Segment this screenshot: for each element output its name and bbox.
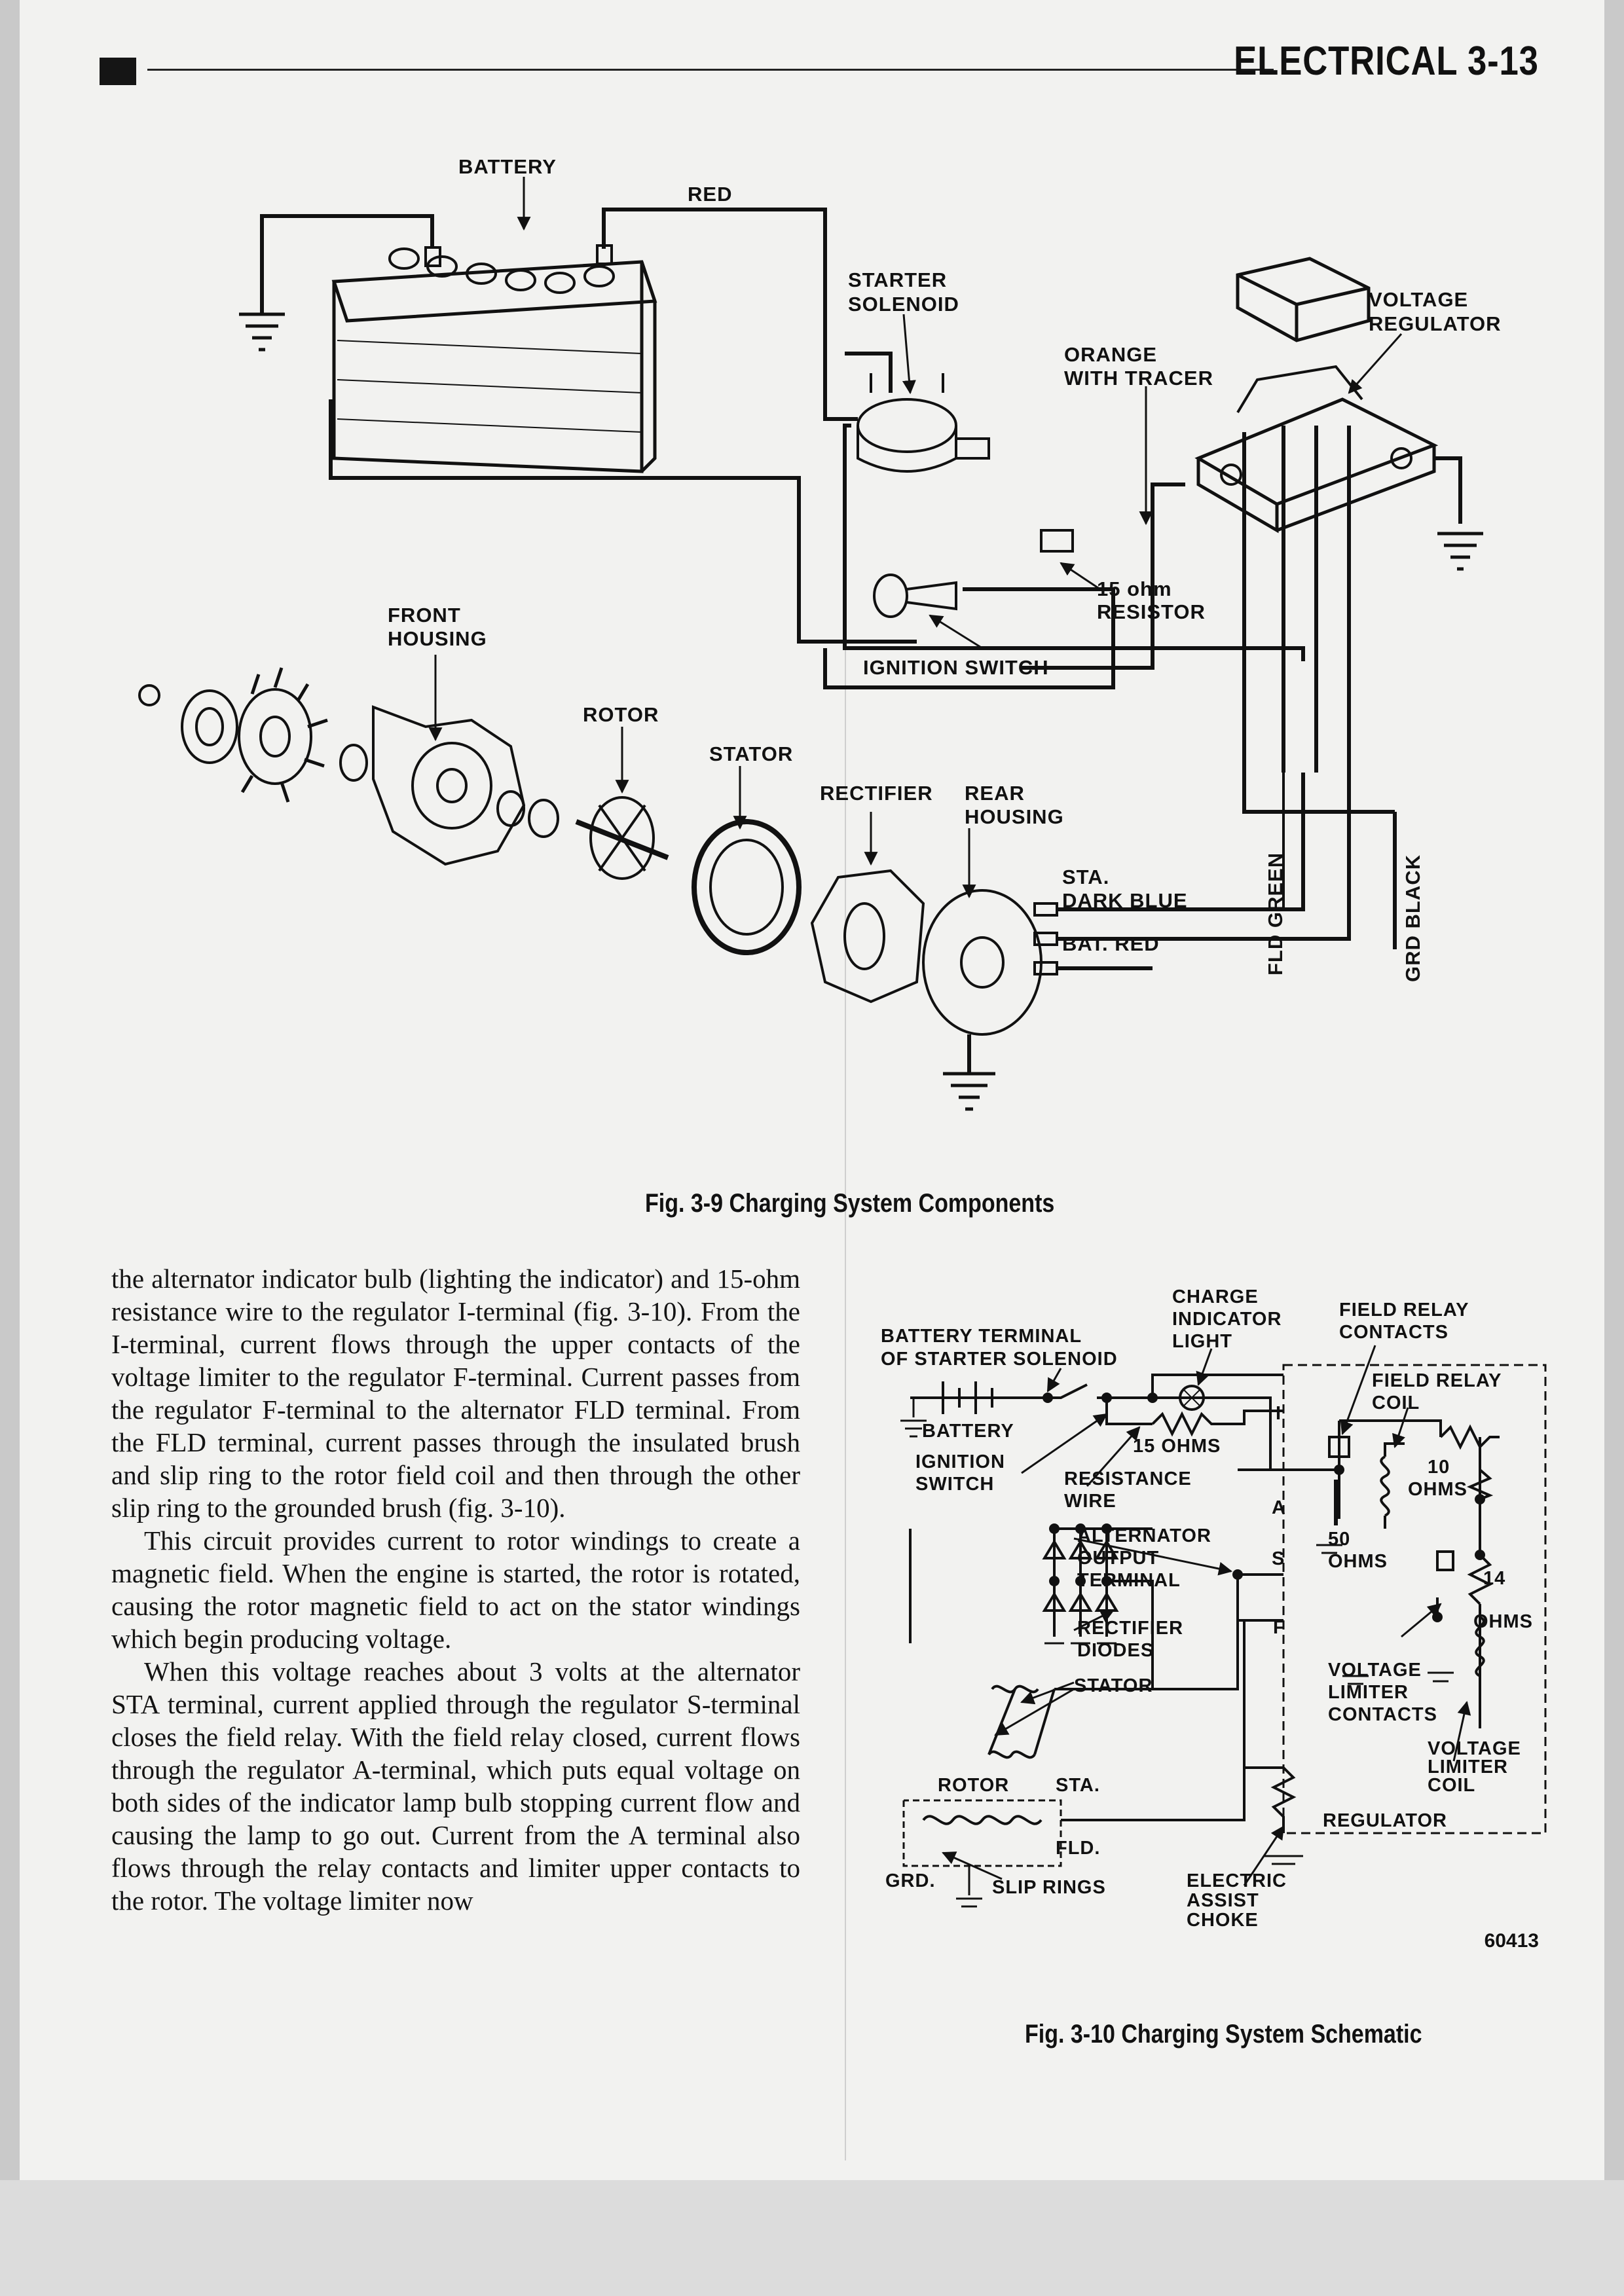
label-choke: CHOKE xyxy=(1187,1910,1259,1931)
label-terminal-a: A xyxy=(1272,1497,1286,1518)
fig10-labels: BATTERY TERMINAL OF STARTER SOLENOID CHA… xyxy=(881,1286,1533,1931)
label-vl-limiter: LIMITER xyxy=(1328,1682,1409,1703)
label-stator: STATOR xyxy=(709,742,793,765)
label-fld-green: FLD GREEN xyxy=(1264,852,1287,975)
label-wire: WIRE xyxy=(1064,1491,1116,1512)
label-alternator: ALTERNATOR xyxy=(1077,1525,1211,1546)
battery-drawing xyxy=(331,244,657,473)
label-output: OUTPUT xyxy=(1077,1548,1159,1569)
label-fld-sch: FLD. xyxy=(1056,1838,1100,1859)
body-text: the alternator indicator bulb (lighting … xyxy=(111,1262,800,1917)
fig9-diagram xyxy=(138,208,1483,1111)
body-paragraph-1: the alternator indicator bulb (lighting … xyxy=(111,1264,800,1523)
label-ignition: IGNITION xyxy=(915,1451,1005,1472)
label-regulator-sch: REGULATOR xyxy=(1323,1810,1447,1831)
label-terminal-i: I xyxy=(1276,1403,1282,1424)
label-10: 10 xyxy=(1428,1457,1450,1478)
label-rotor-sch: ROTOR xyxy=(938,1775,1009,1796)
label-terminal-s: S xyxy=(1272,1548,1285,1569)
label-sta-sch: STA. xyxy=(1056,1775,1100,1796)
label-grd-black: GRD BLACK xyxy=(1401,854,1424,982)
label-battery-terminal: BATTERY TERMINAL xyxy=(881,1326,1082,1347)
label-50-ohms: OHMS xyxy=(1328,1551,1388,1572)
label-terminal: TERMINAL xyxy=(1077,1570,1181,1591)
scan-margin xyxy=(0,2180,1624,2296)
label-14-ohms: OHMS xyxy=(1473,1611,1533,1632)
label-15-ohms: 15 OHMS xyxy=(1133,1436,1221,1457)
label-50: 50 xyxy=(1328,1529,1350,1550)
label-front: FRONT xyxy=(388,604,461,627)
header-mark xyxy=(100,58,136,85)
label-charge: CHARGE xyxy=(1172,1286,1259,1307)
label-of-starter-solenoid: OF STARTER SOLENOID xyxy=(881,1349,1118,1370)
label-rectifier: RECTIFIER xyxy=(820,782,933,805)
label-indicator: INDICATOR xyxy=(1172,1309,1282,1330)
label-vl-contacts: CONTACTS xyxy=(1328,1704,1437,1725)
fig10-caption: Fig. 3-10 Charging System Schematic xyxy=(1025,2020,1422,2049)
label-contacts: CONTACTS xyxy=(1339,1322,1449,1343)
label-coil: COIL xyxy=(1372,1393,1420,1413)
label-terminal-f: F xyxy=(1273,1617,1285,1638)
label-rotor: ROTOR xyxy=(583,703,659,726)
label-vl-voltage: VOLTAGE xyxy=(1328,1660,1422,1681)
label-stator-sch: STATOR xyxy=(1074,1675,1153,1696)
voltage-regulator-drawing xyxy=(1194,257,1439,534)
label-rectifier-sch: RECTIFIER xyxy=(1077,1618,1183,1639)
label-switch: SWITCH xyxy=(915,1474,994,1495)
label-dark-blue: DARK BLUE xyxy=(1062,889,1188,912)
label-slip-rings: SLIP RINGS xyxy=(992,1877,1106,1898)
label-voltage: VOLTAGE xyxy=(1369,288,1468,311)
body-paragraph-2: This circuit provides current to rotor w… xyxy=(111,1525,800,1654)
fig9-caption: Fig. 3-9 Charging System Components xyxy=(645,1189,1055,1218)
label-solenoid: SOLENOID xyxy=(848,293,959,316)
label-assist: ASSIST xyxy=(1187,1890,1259,1911)
lamp-resistor-drawing xyxy=(873,529,1074,618)
fig10-number: 60413 xyxy=(1484,1930,1539,1952)
label-starter: STARTER xyxy=(848,268,947,291)
label-electric: ELECTRIC xyxy=(1187,1870,1287,1891)
label-battery: BATTERY xyxy=(458,155,557,178)
label-ignition-switch: IGNITION SWITCH xyxy=(863,656,1049,679)
label-field-relay: FIELD RELAY xyxy=(1339,1300,1469,1321)
label-14: 14 xyxy=(1483,1568,1505,1589)
fig10-arrows xyxy=(942,1345,1471,1886)
page-header-title: ELECTRICAL 3-13 xyxy=(1234,39,1539,84)
label-housing: HOUSING xyxy=(388,627,487,650)
label-regulator: REGULATOR xyxy=(1369,312,1501,335)
fig9-labels: BATTERY RED STARTER SOLENOID VOLTAGE REG… xyxy=(388,155,1501,982)
label-rear: REAR xyxy=(965,782,1025,805)
label-battery-sym: BATTERY xyxy=(922,1421,1014,1442)
body-paragraph-3: When this voltage reaches about 3 volts … xyxy=(111,1656,800,1916)
label-resistance: RESISTANCE xyxy=(1064,1468,1192,1489)
label-10-ohms: OHMS xyxy=(1408,1479,1467,1500)
alternator-exploded-drawing xyxy=(138,667,1058,1036)
label-light: LIGHT xyxy=(1172,1331,1232,1352)
label-orange: ORANGE xyxy=(1064,343,1157,366)
fig10-schematic xyxy=(900,1364,1547,1908)
column-divider xyxy=(845,511,846,2160)
starter-solenoid-drawing xyxy=(857,373,990,473)
label-with-tracer: WITH TRACER xyxy=(1064,367,1213,390)
label-bat-red: BAT. RED xyxy=(1062,932,1160,955)
label-vlc-voltage: VOLTAGE xyxy=(1428,1738,1521,1759)
page xyxy=(20,0,1604,2180)
label-vlc-coil: COIL xyxy=(1428,1775,1475,1796)
label-15-ohm: 15 ohm xyxy=(1097,577,1172,600)
label-red: RED xyxy=(688,183,732,206)
label-sta: STA. xyxy=(1062,866,1109,888)
label-grd-sch: GRD. xyxy=(885,1870,936,1891)
label-vlc-limiter: LIMITER xyxy=(1428,1757,1508,1777)
fig9-arrows xyxy=(428,177,1403,899)
label-diodes: DIODES xyxy=(1077,1640,1154,1661)
label-resistor: RESISTOR xyxy=(1097,600,1206,623)
label-field-relay-coil: FIELD RELAY xyxy=(1372,1370,1502,1391)
header-rule xyxy=(147,69,1274,71)
label-rear-housing: HOUSING xyxy=(965,805,1064,828)
